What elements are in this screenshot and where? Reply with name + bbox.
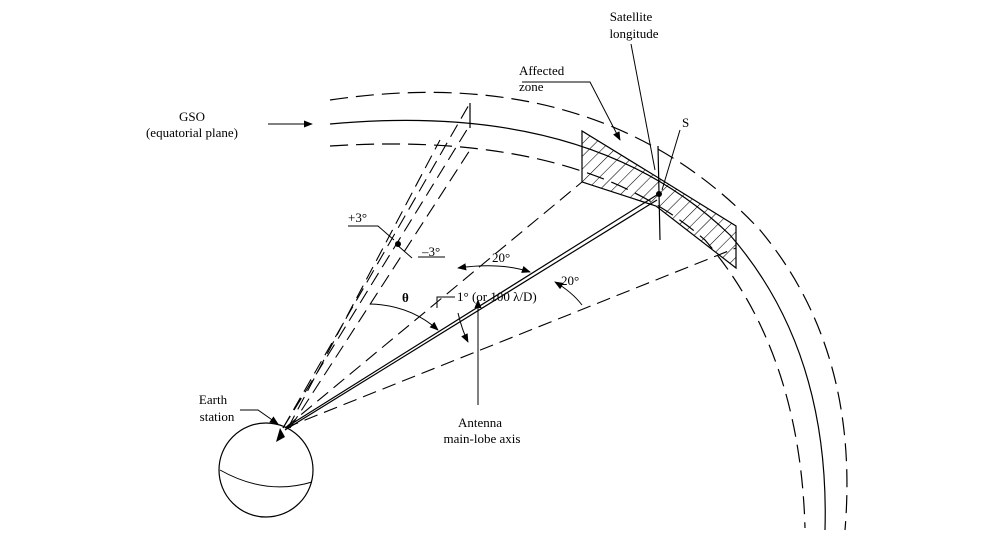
affected-zone-leader (522, 81, 621, 141)
antenna-main-lobe-axis-b (284, 199, 658, 431)
rays (282, 102, 737, 431)
plus-3-limit-ray (282, 102, 471, 429)
minus-3-label: –3° (421, 244, 440, 259)
gso-direction-ray-b (289, 149, 471, 429)
theta-label: θ (402, 290, 409, 305)
plus-3-label: +3° (348, 210, 367, 225)
leader-lines (240, 43, 681, 425)
gso-label: GSO (179, 109, 205, 124)
upper-20-degree-ray (284, 181, 583, 429)
angle-arcs (369, 263, 583, 343)
gso-center-arc (329, 119, 826, 531)
antenna-axis-label: Antenna (458, 415, 502, 430)
earth-station-icon (276, 428, 285, 442)
theta-arc (369, 303, 439, 331)
beamwidth-leader (436, 296, 455, 308)
lower-20-label: 20° (561, 273, 579, 288)
upper-20-label: 20° (492, 250, 510, 265)
plus-3-leader (348, 225, 395, 241)
satellite-longitude-leader (630, 43, 656, 171)
gso-sublabel: (equatorial plane) (146, 125, 238, 140)
earth (218, 422, 314, 518)
minus-3-limit-ray (282, 127, 469, 429)
lower-20-degree-ray (284, 247, 737, 429)
earth-globe (218, 422, 314, 518)
satellite-s-label: S (682, 115, 689, 130)
affected-zone-sublabel: zone (519, 79, 544, 94)
earth-station-label: Earth (199, 392, 228, 407)
lower-20-degree-arc (554, 281, 583, 306)
upper-20-degree-arc (457, 263, 531, 273)
antenna-main-lobe-axis-a (284, 192, 661, 429)
elevation-point (395, 241, 401, 247)
antenna-axis-sublabel: main-lobe axis (444, 431, 521, 446)
satellite-longitude-label: Satellite (610, 9, 653, 24)
text-labels: GSO (equatorial plane) Satellite longitu… (146, 9, 689, 446)
satellite (395, 145, 662, 259)
beamwidth-arc (457, 312, 469, 343)
satellite-s-point (656, 191, 662, 197)
earth-station-sublabel: station (200, 409, 235, 424)
s-leader (661, 129, 681, 191)
gso-direction-ray-a (287, 139, 441, 429)
earth-equator (219, 469, 313, 488)
earth-station-leader (240, 409, 279, 425)
satellite-longitude-sublabel: longitude (609, 26, 658, 41)
affected-zone-label: Affected (519, 63, 565, 78)
gso-outer-dashed-arc (329, 91, 848, 531)
gso-inner-dashed-arc (329, 143, 806, 529)
beamwidth-label: 1° (or 100 λ/D) (457, 289, 537, 304)
